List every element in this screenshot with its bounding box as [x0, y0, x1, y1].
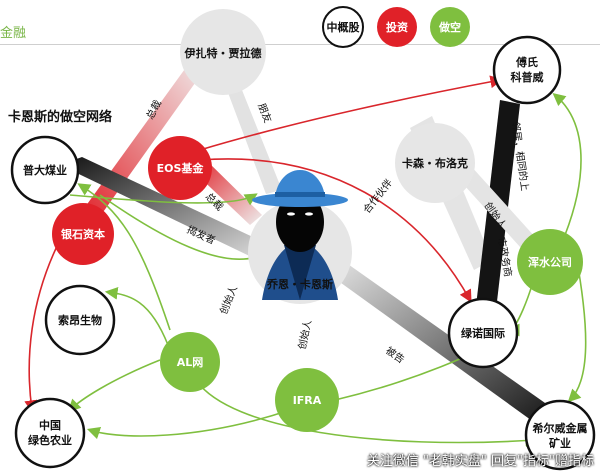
arrow-eos-lvnuo [199, 158, 472, 303]
node-hunshui: 浑水公司 [517, 229, 583, 295]
node-label-al: AL网 [177, 356, 204, 369]
node-al: AL网 [160, 332, 220, 392]
legend-swatch-b [377, 7, 417, 47]
legend-label-a: 中概股 [327, 20, 361, 34]
node-label-fushi-1: 傅氏 [515, 55, 538, 69]
node-label-ifra: IFRA [293, 394, 322, 407]
edge-label-beigao: 被告 [383, 344, 407, 366]
node-suoang: 索昂生物 [44, 284, 116, 356]
legend-label-b: 投资 [386, 20, 408, 34]
node-label-kasen: 卡森・布洛克 [402, 156, 468, 170]
arrow-yinshi-zhongguo [24, 239, 61, 414]
node-ifra: IFRA [275, 368, 339, 432]
spy-figure-icon [252, 170, 348, 300]
arrow-al-xierwei [195, 379, 539, 448]
node-qiaoen: 乔恩・卡恩斯 [248, 170, 352, 304]
node-lvnuo: 绿诺国际 [447, 297, 519, 369]
corner-text: 金融 [0, 26, 27, 41]
legend-label-c: 做空 [438, 20, 461, 34]
red-arrows [24, 75, 504, 414]
node-label-xierwei-1: 希尔威金属 [532, 421, 588, 435]
diagram-title: 卡恩斯的做空网络 [8, 110, 113, 125]
node-label-hunshui: 浑水公司 [528, 255, 572, 269]
node-xierwei: 希尔威金属 矿业 [524, 399, 596, 471]
legend-swatch-a [322, 6, 364, 48]
band-qiaoen-xierwei [330, 262, 555, 428]
node-label-zhongguo-2: 绿色农业 [28, 433, 72, 447]
node-label-yizhate: 伊扎特・贾拉德 [184, 46, 262, 60]
node-label-eos: EOS基金 [157, 161, 205, 175]
arrow-al-suoang [104, 286, 169, 346]
edge-label-pengyou: 朋友 [255, 101, 275, 124]
band-puda-qiaoen [60, 157, 270, 262]
arrow-eos-fushi [199, 75, 504, 151]
edge-label-chuangshi-3: 创始人 [295, 319, 314, 351]
node-label-yinshi: 银石资本 [61, 227, 105, 241]
node-puda: 普大煤业 [10, 135, 80, 205]
node-zhongguo: 中国 绿色农业 [14, 397, 86, 469]
arrow-hunshui-fushi [552, 92, 582, 236]
node-label-lvnuo: 绿诺国际 [461, 326, 505, 340]
node-eos: EOS基金 [148, 136, 212, 200]
arrow-ifra-zhongguo [86, 409, 291, 440]
node-label-xierwei-2: 矿业 [549, 436, 571, 450]
legend-swatch-c [430, 7, 470, 47]
node-label-suoang: 索昂生物 [58, 313, 102, 327]
node-label-zhongguo-1: 中国 [39, 418, 61, 432]
arrow-al-zhongguo [67, 359, 161, 413]
band-kasen-hunshui [455, 165, 545, 258]
node-fushi: 傅氏 科普威 [492, 35, 562, 105]
node-label-fushi-2: 科普威 [511, 70, 544, 84]
connector-bands [60, 55, 555, 428]
node-label-qiaoen: 乔恩・卡恩斯 [266, 277, 333, 291]
arrow-yinshi-puda [69, 193, 258, 206]
arrow-al-pudacoal [77, 183, 171, 331]
edge-label-hezuo: 合作伙伴 [360, 176, 395, 216]
node-kasen: 卡森・布洛克 [395, 123, 475, 203]
node-yizhate: 伊扎特・贾拉德 [180, 9, 266, 95]
watermark-text: 关注微信 "老韩实盘" 回复"指标"赠指标 [366, 454, 594, 469]
legend: 中概股 投资 做空 [322, 6, 470, 48]
edge-label-chuangshi-2: 创始人 [217, 283, 240, 316]
node-label-puda: 普大煤业 [23, 163, 67, 177]
divider [0, 44, 600, 45]
node-yinshi: 银石资本 [52, 203, 114, 265]
